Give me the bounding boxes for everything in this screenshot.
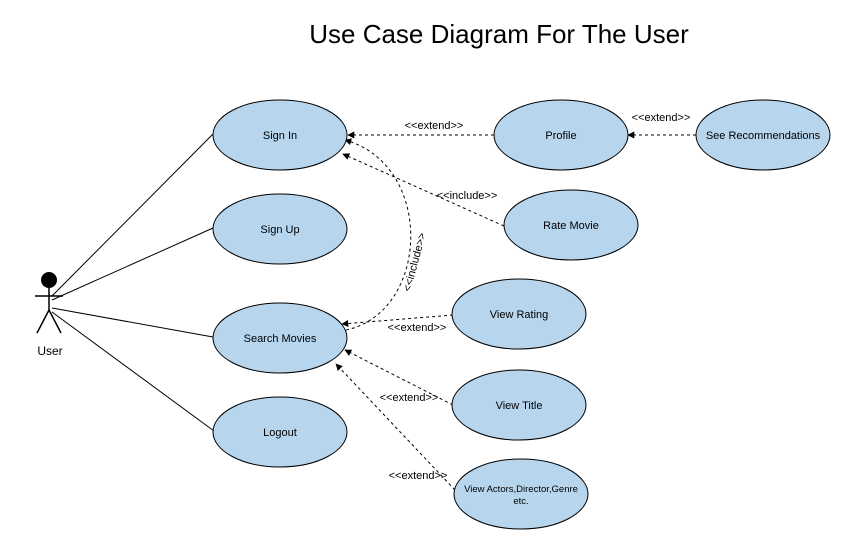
actor-left-leg: [36, 309, 50, 334]
usecase-sign-up-shape: [212, 193, 348, 265]
association-signup: [51, 227, 214, 301]
usecase-rate-movie-shape: [503, 189, 639, 261]
actor-label: User: [37, 344, 62, 358]
include-label-search-signin: <<include>>: [401, 231, 428, 293]
extend-label-rating-search: <<extend>>: [388, 322, 447, 334]
usecase-see-recommendations: See Recommendations: [695, 99, 831, 171]
usecase-view-actors-label-line2: etc.: [513, 496, 528, 507]
actor-user: User: [35, 272, 63, 358]
extend-rating-to-search-line: [341, 314, 454, 327]
extend-label-title-search: <<extend>>: [380, 392, 439, 404]
usecase-sign-in-label: Sign In: [263, 130, 297, 142]
usecase-profile-shape: [493, 99, 629, 171]
usecase-logout: Logout: [212, 396, 348, 468]
usecase-view-rating-label: View Rating: [490, 309, 549, 321]
extend-actors-to-search-line: [335, 363, 456, 491]
usecase-view-rating: View Rating: [451, 278, 587, 350]
diagram-title: Use Case Diagram For The User: [309, 19, 689, 49]
usecase-logout-label: Logout: [263, 427, 297, 439]
usecase-view-actors: View Actors,Director,Genre etc.: [453, 458, 589, 530]
usecase-profile-label: Profile: [545, 130, 576, 142]
extend-label-actors-search: <<extend>>: [389, 470, 448, 482]
association-signin: [51, 133, 214, 297]
usecase-view-rating-shape: [451, 278, 587, 350]
usecase-sign-up: Sign Up: [212, 193, 348, 265]
include-label-rate-signin: <<include>>: [437, 190, 498, 202]
extend-label-reco-profile: <<extend>>: [632, 112, 691, 124]
usecase-view-title-shape: [451, 369, 587, 441]
include-search-to-signin-line: [344, 138, 412, 331]
usecase-rate-movie-label: Rate Movie: [543, 220, 599, 232]
include-rate-to-signin-line: [342, 153, 505, 227]
usecase-profile: Profile: [493, 99, 629, 171]
usecase-search-movies-shape: [212, 302, 348, 374]
usecase-logout-shape: [212, 396, 348, 468]
extend-label-profile-signin: <<extend>>: [405, 120, 464, 132]
usecase-see-recommendations-label: See Recommendations: [706, 130, 821, 142]
extend-title-to-search-line: [344, 349, 454, 406]
usecase-see-recommendations-shape: [695, 99, 831, 171]
actor-right-leg: [48, 309, 62, 334]
association-logout: [51, 311, 215, 432]
usecase-rate-movie: Rate Movie: [503, 189, 639, 261]
usecase-sign-in: Sign In: [212, 99, 348, 171]
actor-head: [41, 272, 57, 288]
usecase-view-actors-label-line1: View Actors,Director,Genre: [464, 484, 578, 495]
usecase-sign-up-label: Sign Up: [260, 224, 299, 236]
usecase-search-movies-label: Search Movies: [244, 333, 317, 345]
usecase-search-movies: Search Movies: [212, 302, 348, 374]
usecase-view-title: View Title: [451, 369, 587, 441]
usecase-view-title-label: View Title: [496, 400, 543, 412]
association-search: [51, 307, 214, 338]
usecase-sign-in-shape: [212, 99, 348, 171]
usecase-view-actors-shape: [453, 458, 589, 530]
